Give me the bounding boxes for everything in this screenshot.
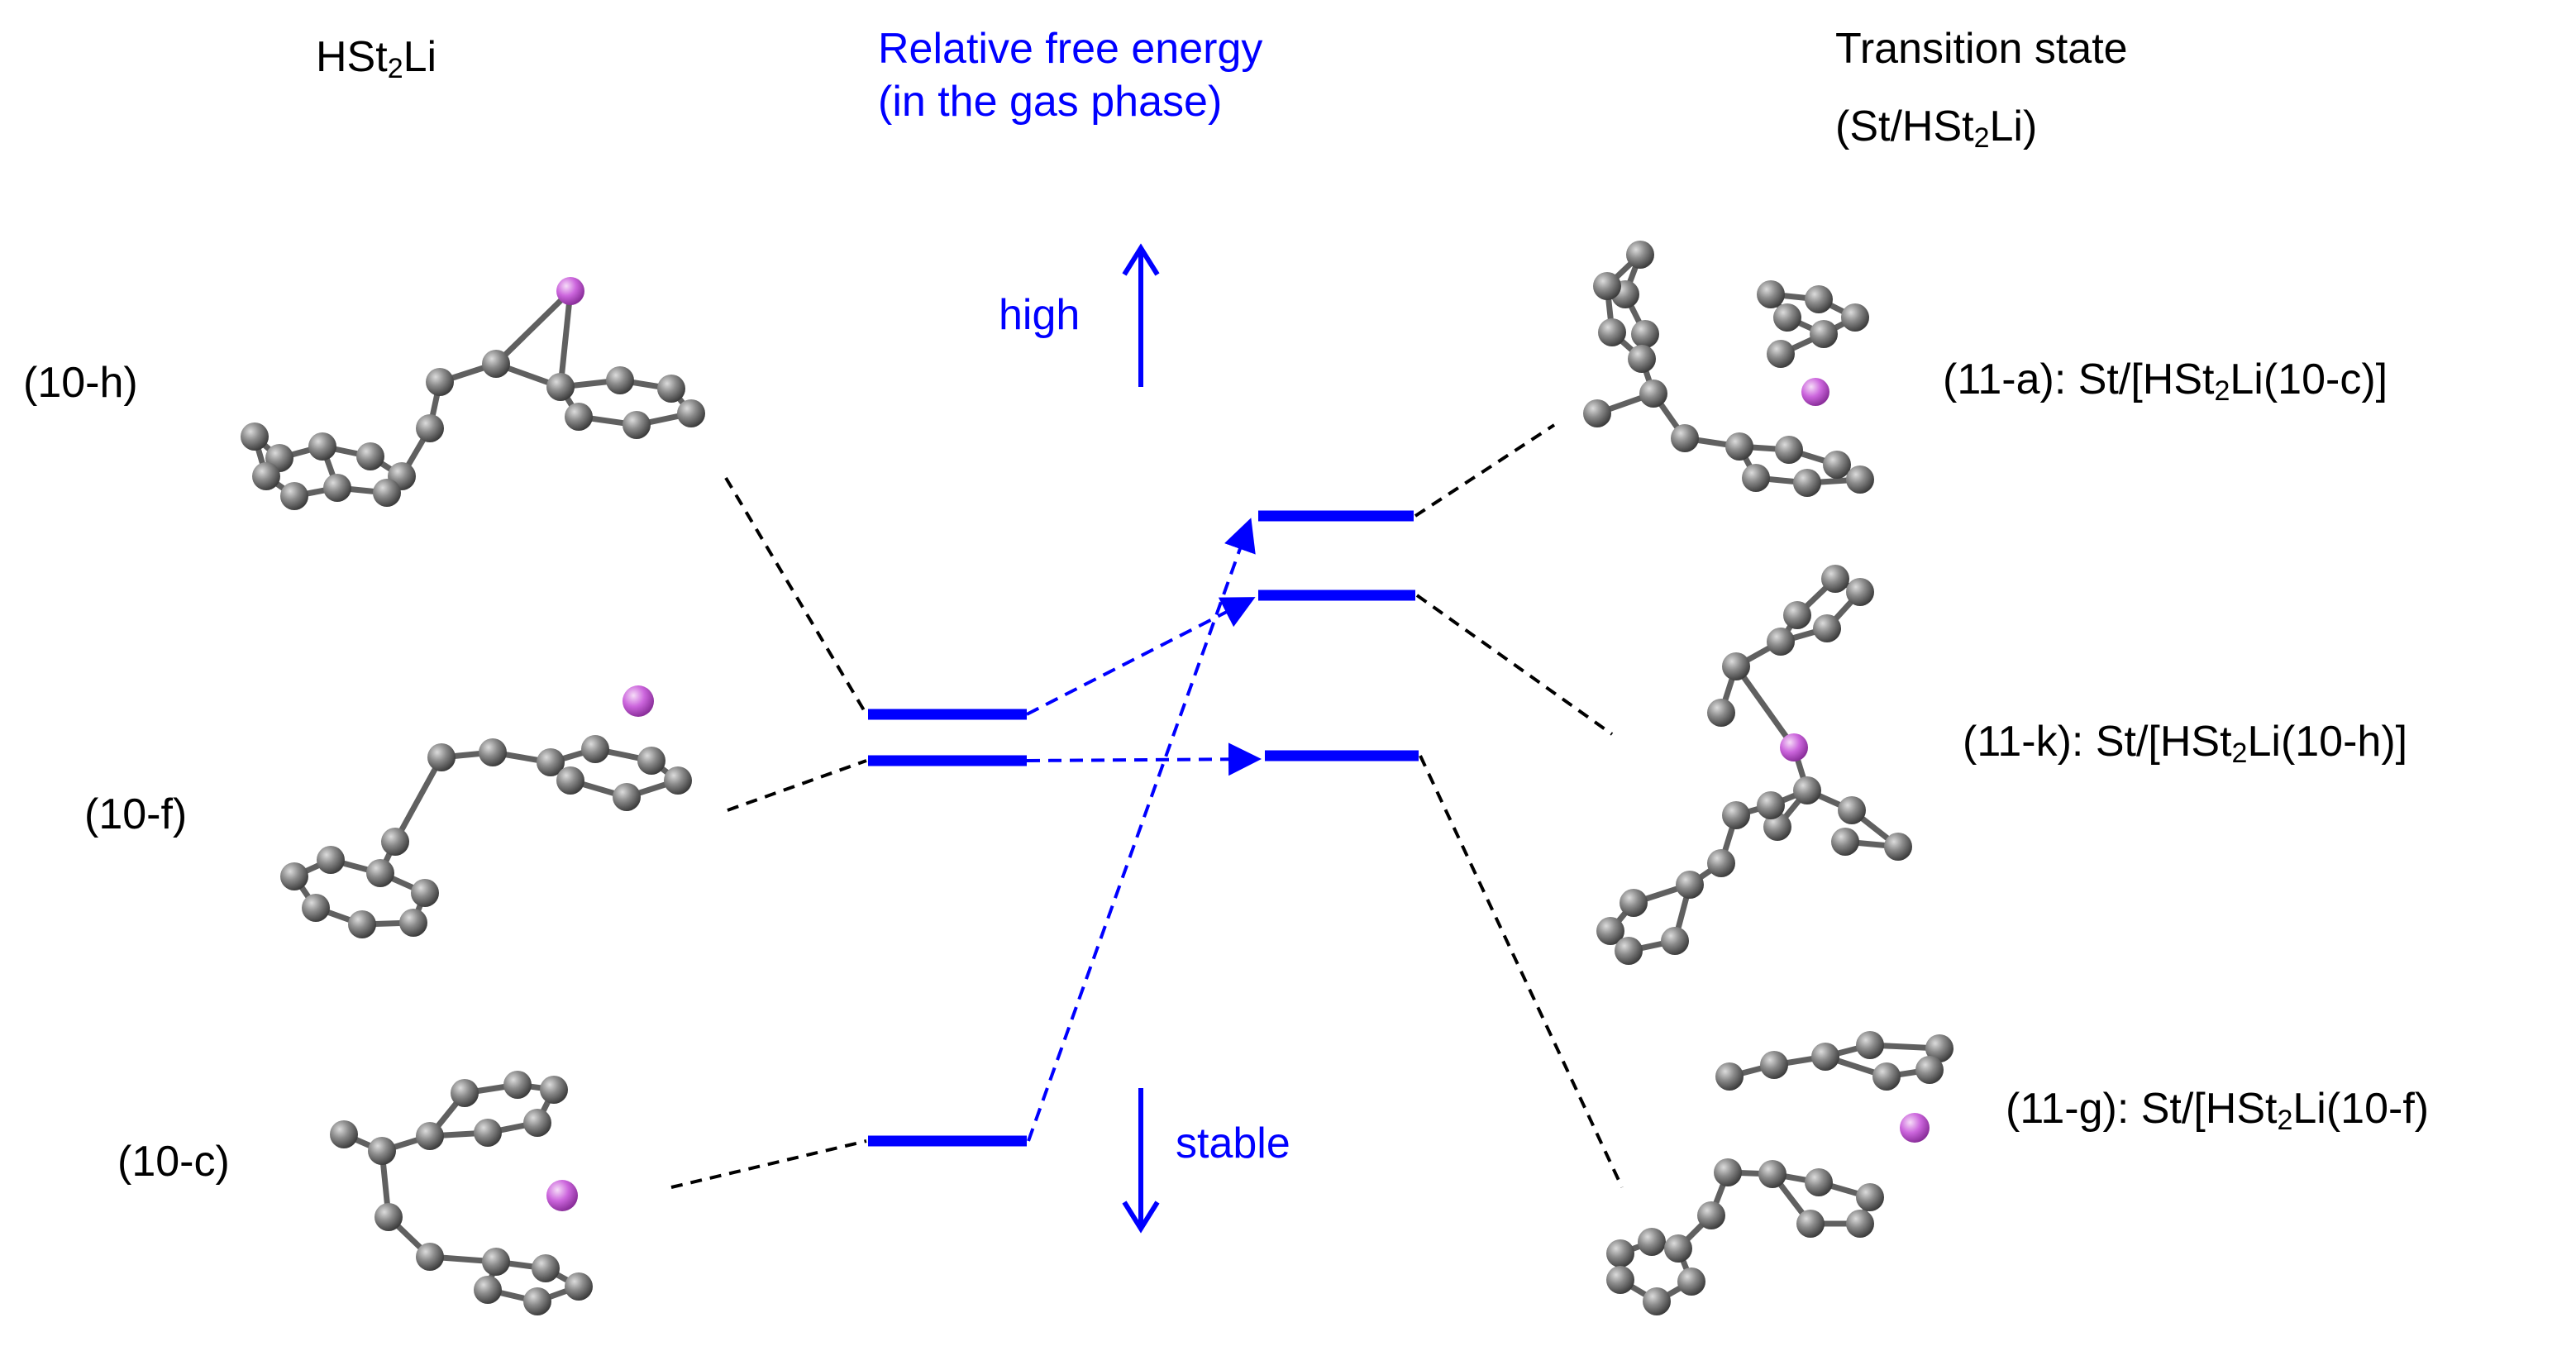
ts-label-11-g: (11-g): St/[HSt2Li(10-f) [2006,1085,2430,1136]
reactant-label-10-h: (10-h) [23,359,138,407]
connector-10-h-to-11-k [1026,597,1256,716]
reactant-label-10-f: (10-f) [84,790,188,838]
molecule-10-h [241,277,705,510]
stable-arrow-icon [1122,1088,1160,1234]
molecule-10-c [330,1071,593,1315]
ts-label-11-k: (11-k): St/[HSt2Li(10-h)] [1963,718,2408,769]
ts-label-11-a: (11-a): St/[HSt2Li(10-c)] [1943,356,2388,407]
high-arrow-icon [1122,243,1160,387]
leader-10-c [670,1139,867,1189]
leader-10-h [724,476,868,716]
right-header-line1: Transition state [1835,25,2128,73]
molecule-11-a [1583,241,1874,497]
leader-10-f [727,759,867,812]
high-label: high [999,291,1080,339]
molecule-10-f [280,685,692,938]
molecule-11-k [1596,565,1912,965]
connector-10-c-to-11-a [1027,518,1256,1142]
right-header-line2: (St/HSt2Li) [1835,103,2038,154]
stable-label: stable [1176,1119,1290,1167]
leader-11-k [1415,594,1614,736]
center-header-line1: Relative free energy [878,25,1263,73]
leader-11-g [1419,755,1624,1188]
left-header: HSt2Li [316,33,437,84]
leader-11-a [1414,423,1556,518]
molecule-11-g [1606,1031,1953,1315]
center-header-line2: (in the gas phase) [878,78,1223,126]
connector-10-f-to-11-g [1026,742,1262,776]
reactant-label-10-c: (10-c) [117,1138,230,1186]
